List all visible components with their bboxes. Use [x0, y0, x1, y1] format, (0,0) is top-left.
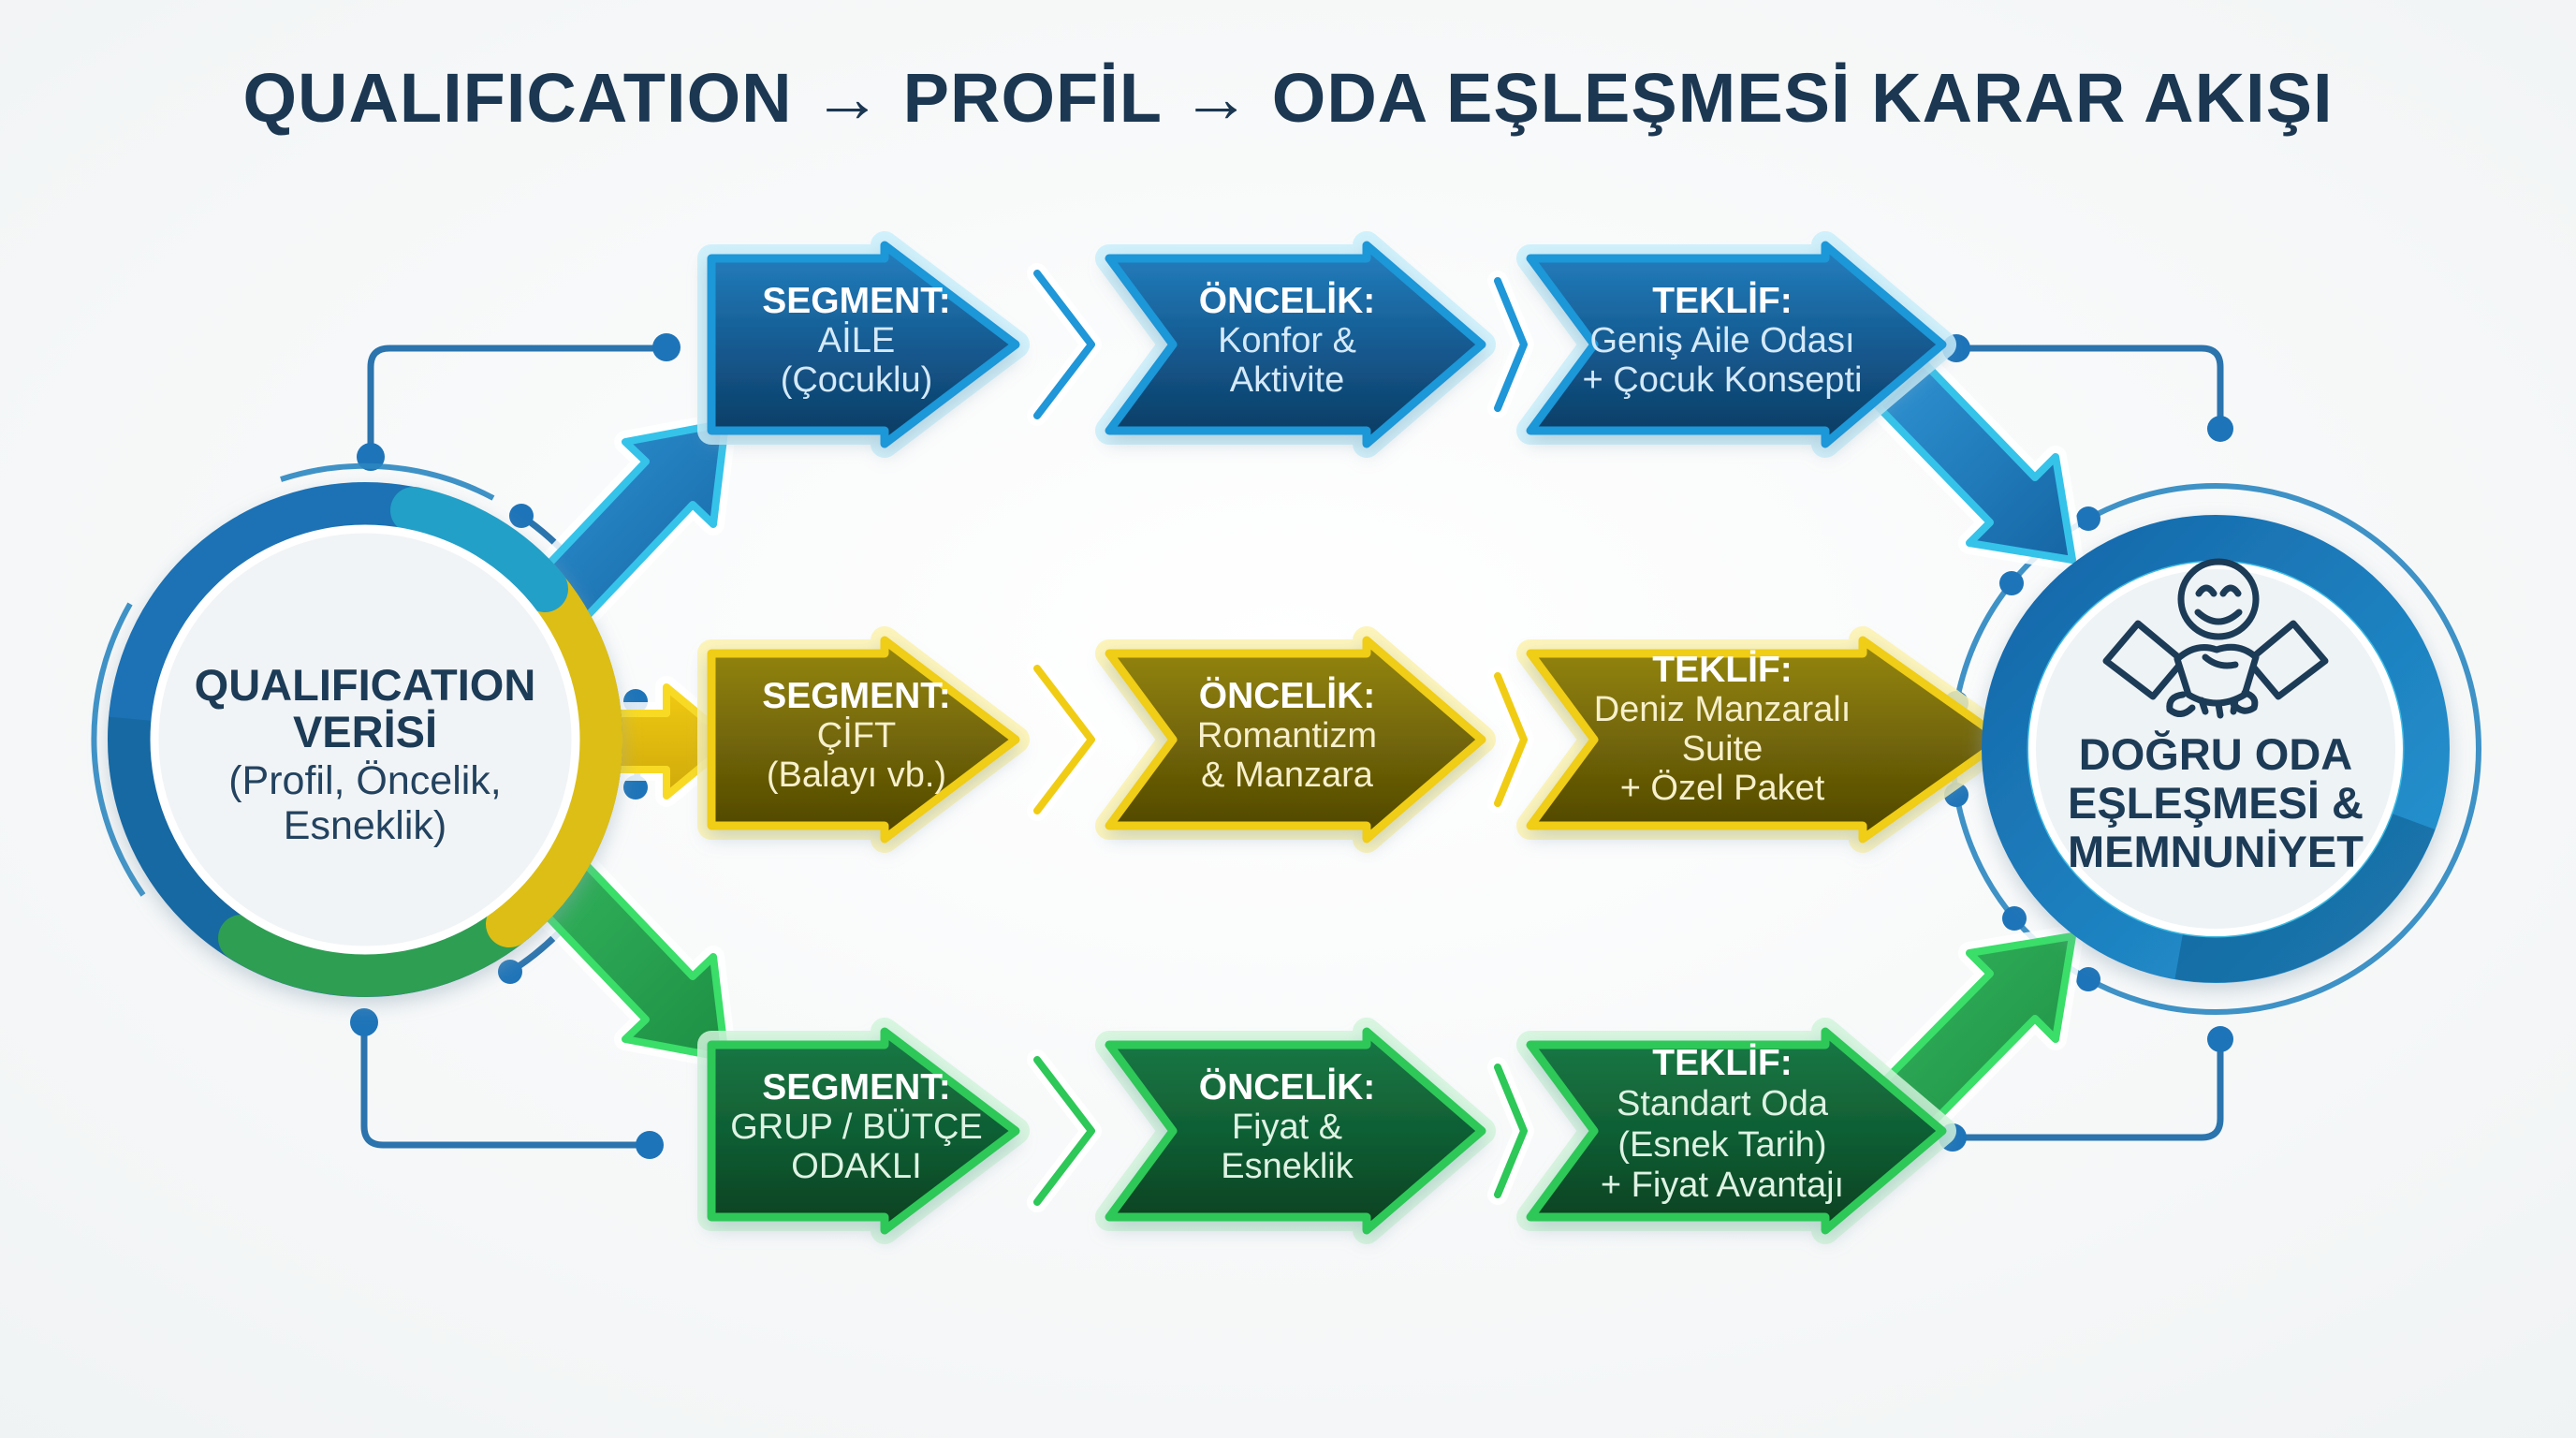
priority-arrow-aile: ÖNCELİK: Konfor & Aktivite	[1109, 245, 1482, 444]
priority-arrow-cift: ÖNCELİK: Romantizm & Manzara	[1109, 640, 1482, 839]
offer-arrow-grup: TEKLİF: Standart Oda (Esnek Tarih) + Fiy…	[1530, 1032, 1942, 1230]
offer-line: (Esnek Tarih)	[1617, 1125, 1826, 1165]
circuit-dot	[636, 1131, 664, 1159]
circuit-dot	[2207, 1026, 2233, 1052]
segment-title: SEGMENT:	[762, 1067, 951, 1108]
segment-title: SEGMENT:	[762, 281, 951, 321]
priority-line: Konfor &	[1218, 321, 1356, 360]
offer-line: + Fiyat Avantajı	[1601, 1166, 1844, 1205]
outcome-line: EŞLEŞMESİ &	[2068, 778, 2364, 828]
smiley-eye	[2195, 584, 2217, 597]
priority-line: Aktivite	[1230, 360, 1344, 400]
circuit-dot	[350, 1008, 378, 1036]
circuit-arc	[91, 602, 146, 897]
smiley-head	[2177, 558, 2260, 640]
circuit-arc	[280, 462, 495, 501]
circuit-decorations	[91, 333, 2481, 1159]
smiley-eye	[2219, 584, 2242, 597]
source-ring-green-arc	[218, 890, 545, 997]
circuit-dot	[2076, 967, 2100, 991]
priority-line: & Manzara	[1201, 756, 1374, 795]
handshake-finger	[2166, 691, 2196, 717]
source-line: QUALIFICATION	[195, 660, 536, 710]
segment-arrow-grup: SEGMENT: GRUP / BÜTÇE ODAKLI	[711, 1032, 1016, 1230]
page-title: QUALIFICATION → PROFİL → ODA EŞLEŞMESİ K…	[242, 59, 2333, 137]
source-line: Esneklik)	[284, 803, 446, 848]
priority-line: Esneklik	[1221, 1147, 1354, 1186]
priority-title: ÖNCELİK:	[1199, 281, 1376, 321]
offer-line: Standart Oda	[1617, 1084, 1829, 1123]
circuit-line	[360, 1020, 640, 1149]
circuit-dot	[498, 960, 522, 984]
segment-line: (Balayı vb.)	[767, 756, 946, 795]
handshake-hands	[2174, 643, 2260, 707]
priority-line: Fiyat &	[1232, 1108, 1342, 1147]
offer-title: TEKLİF:	[1652, 650, 1792, 690]
outcome-node: DOĞRU ODA EŞLEŞMESİ & MEMNUNİYET	[1982, 515, 2450, 983]
priority-title: ÖNCELİK:	[1199, 676, 1376, 716]
circuit-dot	[1999, 571, 2024, 595]
segment-line: ODAKLI	[791, 1147, 921, 1186]
handshake-thumb	[2202, 653, 2239, 669]
circuit-line	[1951, 1040, 2224, 1141]
offer-line: Deniz Manzaralı	[1594, 690, 1852, 729]
offer-line: Suite	[1682, 729, 1764, 769]
priority-arrow-grup: ÖNCELİK: Fiyat & Esneklik	[1109, 1032, 1482, 1230]
segment-title: SEGMENT:	[762, 676, 951, 716]
circuit-dot	[509, 504, 534, 528]
circuit-dot	[623, 775, 648, 800]
segment-line: GRUP / BÜTÇE	[730, 1108, 983, 1147]
handshake-icon	[2102, 620, 2329, 719]
source-ring-teal-arc	[390, 487, 568, 612]
outcome-line: DOĞRU ODA	[2079, 729, 2352, 779]
flow-row-grup: SEGMENT: GRUP / BÜTÇE ODAKLI ÖNCELİK: Fi…	[711, 1032, 1942, 1230]
offer-line: + Özel Paket	[1620, 769, 1825, 808]
offer-line: + Çocuk Konsepti	[1583, 360, 1863, 400]
circuit-line	[367, 345, 659, 459]
handshake-fingers	[2198, 697, 2239, 719]
offer-arrow-cift: TEKLİF: Deniz Manzaralı Suite + Özel Pak…	[1530, 640, 2003, 839]
smiley-smile	[2194, 609, 2243, 625]
offer-line: Geniş Aile Odası	[1589, 321, 1854, 360]
circuit-dot	[2076, 506, 2100, 531]
offer-title: TEKLİF:	[1652, 281, 1792, 321]
offer-arrow-aile: TEKLİF: Geniş Aile Odası + Çocuk Konsept…	[1530, 245, 1942, 444]
handshake-finger	[2230, 689, 2259, 714]
circuit-line	[1954, 345, 2224, 427]
circuit-dot	[652, 333, 681, 361]
segment-arrow-cift: SEGMENT: ÇİFT (Balayı vb.)	[711, 640, 1016, 839]
segment-line: (Çocuklu)	[781, 360, 933, 400]
flow-row-cift: SEGMENT: ÇİFT (Balayı vb.) ÖNCELİK: Roma…	[711, 640, 2003, 839]
source-inner-circle	[150, 524, 580, 955]
source-line: (Profil, Öncelik,	[228, 758, 502, 803]
priority-line: Romantizm	[1197, 716, 1377, 756]
smiley-face-icon	[2177, 558, 2260, 640]
offer-title: TEKLİF:	[1652, 1043, 1792, 1083]
outcome-ring-shade	[2174, 812, 2436, 983]
circuit-dot	[2207, 416, 2233, 442]
source-node: QUALIFICATION VERİSİ (Profil, Öncelik, E…	[108, 482, 622, 997]
circuit-dot	[2002, 906, 2027, 931]
outcome-line: MEMNUNİYET	[2068, 827, 2364, 876]
segment-arrow-aile: SEGMENT: AİLE (Çocuklu)	[711, 245, 1016, 444]
flow-row-aile: SEGMENT: AİLE (Çocuklu) ÖNCELİK: Konfor …	[711, 245, 1942, 444]
segment-line: AİLE	[818, 320, 895, 360]
segment-line: ÇİFT	[817, 715, 896, 756]
source-line: VERİSİ	[293, 707, 437, 756]
priority-title: ÖNCELİK:	[1199, 1067, 1376, 1108]
